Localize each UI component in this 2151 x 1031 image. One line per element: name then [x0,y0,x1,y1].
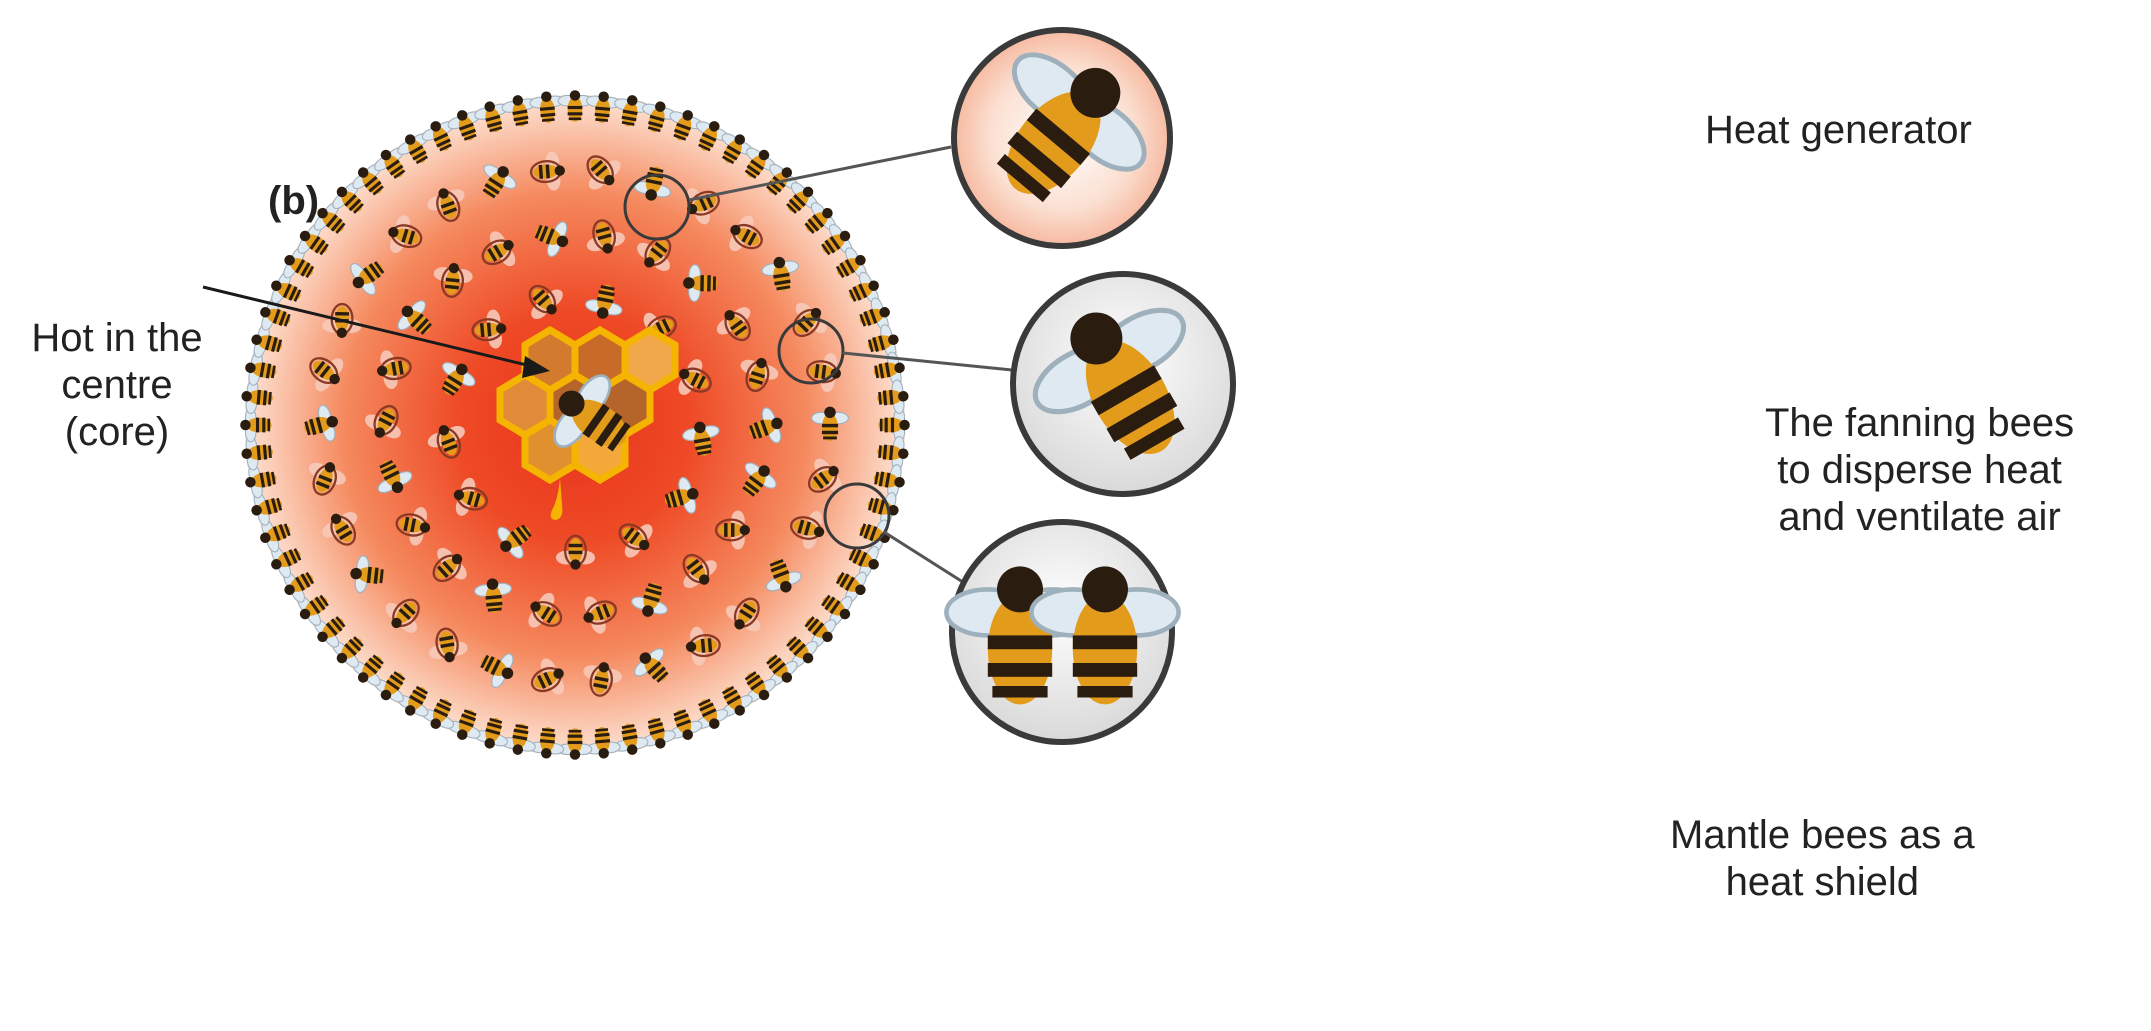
callout-label-line: heat shield [1670,859,1975,906]
mantle-bees-label: Mantle bees as a heat shield [1670,812,1975,906]
fanning-bees-label: The fanning bees to disperse heat and ve… [1765,400,2074,542]
mantle-connector [884,532,966,584]
callout-label-line: to disperse heat [1765,447,2074,494]
heat-generator-bee-icon [954,22,1173,246]
core-label-line: Hot in the [12,315,222,362]
core-label-line: centre [12,362,222,409]
fanning-bee-icon [1011,274,1233,494]
panel-label: (b) [268,178,319,225]
callout-label-line: Mantle bees as a [1670,812,1975,859]
heat-generator-label: Heat generator [1705,107,1972,154]
core-label: Hot in the centre (core) [12,315,222,457]
mantle-bees-icon [946,522,1178,742]
core-label-line: (core) [12,409,222,456]
callout-label-line: Heat generator [1705,107,1972,154]
callout-label-line: and ventilate air [1765,494,2074,541]
callout-label-line: The fanning bees [1765,400,2074,447]
